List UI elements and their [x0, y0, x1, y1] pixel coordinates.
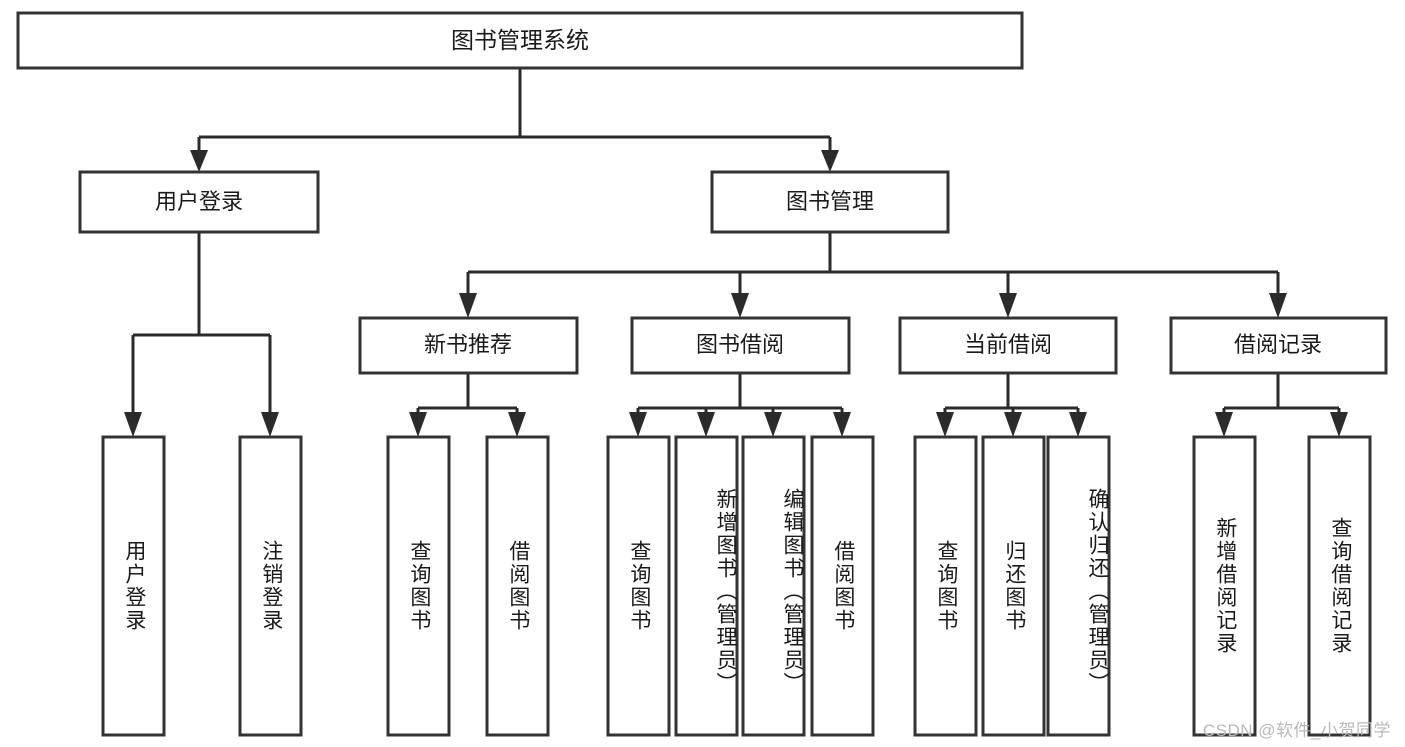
node-box-leaf-query-book-3[interactable] — [913, 435, 978, 737]
arrow-head-leaf-edit-book — [764, 412, 782, 437]
node-box-leaf-query-book-1[interactable] — [386, 435, 451, 737]
node-borrow-record[interactable]: 借阅记录 — [1169, 316, 1388, 375]
node-box-book-management[interactable] — [710, 170, 950, 234]
csdn-watermark: CSDN @软件_小贺同学 — [1202, 721, 1391, 740]
node-system-root[interactable]: 图书管理系统 — [16, 11, 1024, 70]
node-box-leaf-logout[interactable] — [238, 435, 303, 737]
node-user-login[interactable]: 用户登录 — [78, 170, 320, 234]
node-box-system-root[interactable] — [16, 11, 1024, 70]
node-box-leaf-query-record[interactable] — [1307, 435, 1372, 737]
arrow-head-book-borrow — [731, 293, 749, 318]
arrow-head-borrow-record — [1269, 293, 1287, 318]
connector-group-userlogin — [124, 232, 279, 437]
arrow-head-leaf-user-login — [124, 412, 142, 437]
arrow-head-leaf-logout — [261, 412, 279, 437]
node-label-current-borrow: 当前借阅 — [964, 332, 1052, 357]
arrow-head-leaf-add-book — [697, 412, 715, 437]
arrow-head-leaf-return-book — [1004, 412, 1022, 437]
node-label-book-management: 图书管理 — [786, 189, 874, 214]
node-label-book-borrow: 图书借阅 — [696, 332, 784, 357]
node-box-leaf-edit-book[interactable] — [741, 435, 806, 737]
arrow-head-new-book-recommend — [459, 293, 477, 318]
node-box-new-book-recommend[interactable] — [358, 316, 579, 375]
node-current-borrow[interactable]: 当前借阅 — [898, 316, 1118, 375]
node-box-borrow-record[interactable] — [1169, 316, 1388, 375]
arrow-head-leaf-query-book-3 — [936, 412, 954, 437]
node-box-leaf-query-book-2[interactable] — [606, 435, 671, 737]
arrow-head-leaf-query-book-1 — [409, 412, 427, 437]
node-box-leaf-add-book[interactable] — [674, 435, 739, 737]
node-box-leaf-borrow-book-1[interactable] — [485, 435, 550, 737]
arrow-head-leaf-borrow-book-1 — [508, 412, 526, 437]
node-box-leaf-user-login[interactable] — [101, 435, 166, 737]
arrow-head-userlogin — [190, 150, 208, 172]
arrow-head-leaf-confirm-return — [1069, 412, 1087, 437]
node-new-book-recommend[interactable]: 新书推荐 — [358, 316, 579, 375]
node-label-new-book-recommend: 新书推荐 — [424, 332, 512, 357]
connector-group-borrow-record — [1215, 373, 1348, 437]
node-box-leaf-add-record[interactable] — [1192, 435, 1257, 737]
connector-group-root — [190, 68, 839, 172]
arrow-head-current-borrow — [999, 293, 1017, 318]
node-label-user-login: 用户登录 — [155, 189, 243, 214]
node-box-user-login[interactable] — [78, 170, 320, 234]
connector-group-book-borrow — [629, 373, 851, 437]
connector-group-current-borrow — [936, 373, 1087, 437]
node-book-borrow[interactable]: 图书借阅 — [630, 316, 851, 375]
node-box-leaf-return-book[interactable] — [981, 435, 1046, 737]
connector-group-new-book-recommend — [409, 373, 526, 437]
arrow-head-leaf-query-book-2 — [629, 412, 647, 437]
arrow-head-leaf-borrow-book-2 — [833, 412, 851, 437]
node-book-management[interactable]: 图书管理 — [710, 170, 950, 234]
node-box-leaf-borrow-book-2[interactable] — [810, 435, 875, 737]
node-label-system-root: 图书管理系统 — [451, 27, 589, 53]
connector-group-bookmgmt — [459, 232, 1287, 318]
node-box-current-borrow[interactable] — [898, 316, 1118, 375]
node-box-book-borrow[interactable] — [630, 316, 851, 375]
arrow-head-bookmgmt — [821, 150, 839, 172]
arrow-head-leaf-query-record — [1330, 412, 1348, 437]
arrow-head-leaf-add-record — [1215, 412, 1233, 437]
node-box-leaf-confirm-return[interactable] — [1046, 435, 1111, 737]
node-label-borrow-record: 借阅记录 — [1234, 332, 1322, 357]
